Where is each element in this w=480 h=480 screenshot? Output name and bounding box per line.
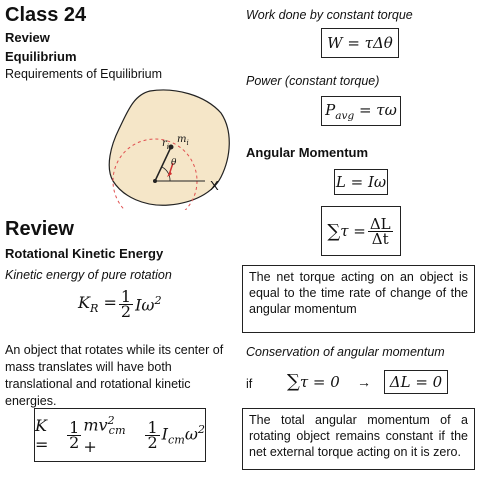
angular-momentum-heading: Angular Momentum xyxy=(246,145,369,160)
conservation-label: Conservation of angular momentum xyxy=(246,345,445,359)
net-torque-textbox: The net torque acting on an object is eq… xyxy=(242,265,475,333)
ke-pure-rotation-label: Kinetic energy of pure rotation xyxy=(5,268,172,282)
zero-torque-equation: ∑τ = 0 xyxy=(287,371,340,392)
velocity-arrowhead xyxy=(167,171,172,177)
review-subtitle: Review xyxy=(5,30,50,45)
x-axis-label: X xyxy=(210,178,219,193)
rotation-diagram xyxy=(108,89,230,210)
review-heading: Review xyxy=(5,218,74,240)
theta-arc xyxy=(161,166,171,182)
power-label: Power (constant torque) xyxy=(246,74,380,88)
m-i-label: mi xyxy=(177,134,189,147)
work-equation-box: W = τΔθ xyxy=(321,28,399,58)
delta-l-zero-box: ΔL = 0 xyxy=(384,370,448,394)
power-equation-box: Pavg = τω xyxy=(321,96,401,126)
if-label: if xyxy=(246,377,253,391)
angular-momentum-equation-box: L = Iω xyxy=(334,169,388,195)
theta-label: θ xyxy=(171,158,177,168)
implies-arrow-icon: → xyxy=(357,374,371,390)
radius-line xyxy=(154,146,172,182)
rotational-ke-heading: Rotational Kinetic Energy xyxy=(5,246,164,261)
total-angmom-textbox: The total angular momentum of a rotating… xyxy=(242,408,475,470)
particle-mass-point xyxy=(168,144,174,150)
equilibrium-subtitle: Equilibrium xyxy=(5,49,77,64)
work-label: Work done by constant torque xyxy=(246,8,413,22)
rotation-axis-point xyxy=(153,179,157,183)
requirements-subtitle: Requirements of Equilibrium xyxy=(5,67,163,81)
translation-rotation-text: An object that rotates while its center … xyxy=(5,343,224,408)
page-title: Class 24 xyxy=(5,4,87,26)
r-i-label: ri xyxy=(162,138,170,151)
